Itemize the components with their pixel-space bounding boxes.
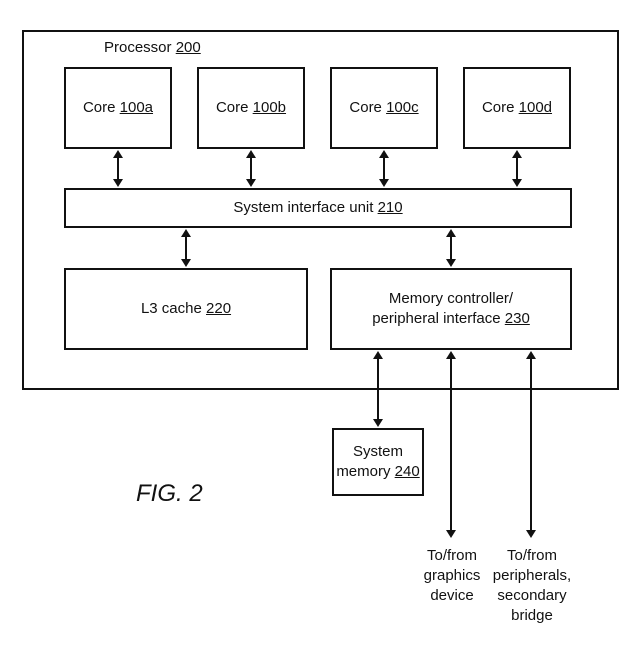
peripherals-label: To/from peripherals, secondary bridge bbox=[492, 547, 572, 624]
core-100a-box: Core 100a bbox=[64, 67, 172, 149]
figure-label: FIG. 2 bbox=[136, 480, 203, 507]
core-100c-box: Core 100c bbox=[330, 67, 438, 149]
core-100d-box: Core 100d bbox=[463, 67, 571, 149]
system-memory-box: System memory 240 bbox=[332, 428, 424, 496]
processor-outline bbox=[22, 30, 619, 390]
graphics-device-label: To/from graphics device bbox=[423, 547, 481, 604]
l3-cache-box: L3 cache 220 bbox=[64, 268, 308, 350]
processor-label: Processor 200 bbox=[104, 39, 201, 56]
system-interface-unit-box: System interface unit 210 bbox=[64, 188, 572, 228]
memory-controller-box: Memory controller/ peripheral interface … bbox=[330, 268, 572, 350]
core-100b-box: Core 100b bbox=[197, 67, 305, 149]
